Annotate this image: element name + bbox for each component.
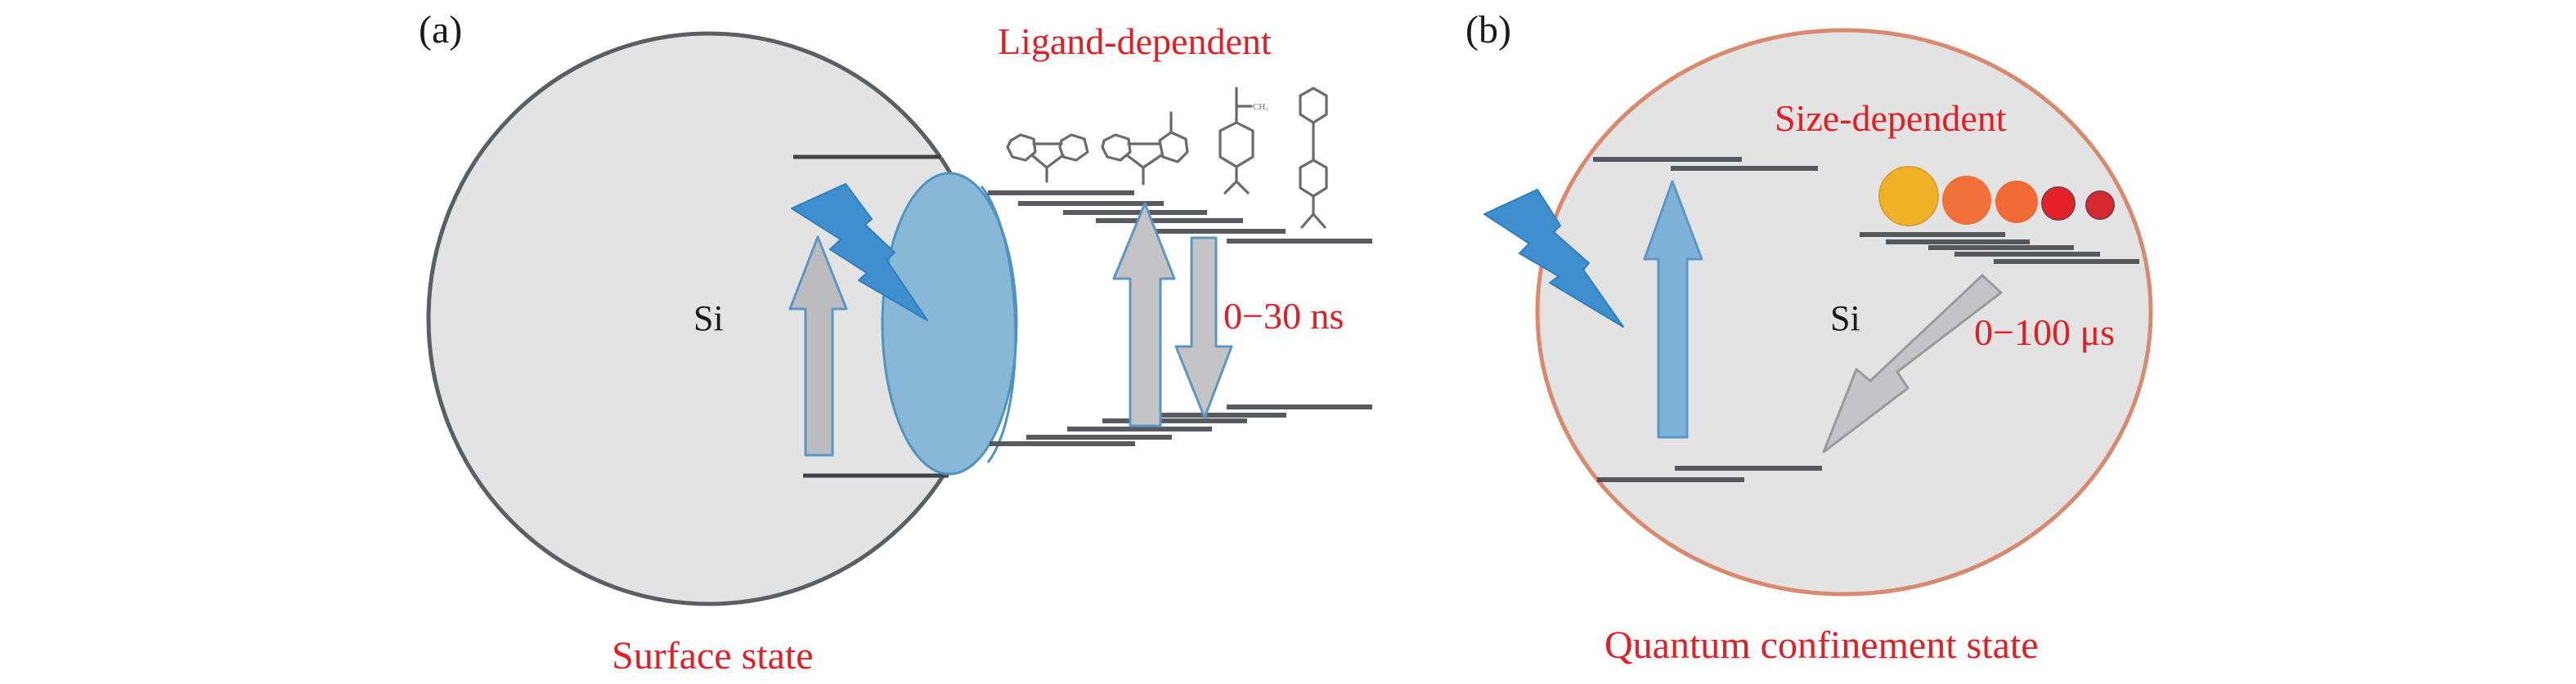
ligand-molecule-carbazolone	[1101, 111, 1189, 186]
lightning-bolt-icon-b	[1483, 189, 1624, 328]
nanoparticle-5	[2085, 190, 2115, 220]
nanoparticle-4	[2041, 186, 2076, 221]
ligand-molecule-dimethylaminoacetophenone: CH₃	[1218, 87, 1268, 194]
excitation-arrow-a	[788, 235, 848, 457]
quantum-confinement-caption: Quantum confinement state	[1604, 624, 2039, 667]
surface-state-caption: Surface state	[612, 634, 814, 677]
lightning-bolt-icon-a	[791, 183, 928, 321]
surface-ellipse-edge	[980, 186, 1017, 463]
ligand-upper-levels	[988, 190, 1372, 244]
nanoparticle-3	[1995, 181, 2038, 223]
svg-text:CH₃: CH₃	[1253, 102, 1268, 112]
ligand-emission-arrow	[1174, 236, 1233, 419]
si-label-b: Si	[1830, 298, 1860, 338]
ligand-lifetime-label: 0−30 ns	[1223, 295, 1344, 337]
size-dependent-title: Size-dependent	[1775, 97, 2007, 139]
nanoparticle-size-series	[1878, 166, 2115, 226]
surface-state-ellipse	[881, 172, 1018, 476]
panel-b-label: (b)	[1465, 8, 1511, 51]
ligand-molecule-stilbene	[1299, 87, 1328, 229]
ligand-molecule-carbazole	[1006, 133, 1089, 183]
ligand-excitation-arrow	[1112, 202, 1176, 427]
emission-arrow-b	[1822, 274, 2003, 454]
ligand-dependent-title: Ligand-dependent	[998, 20, 1272, 62]
size-dependent-levels	[1860, 232, 2139, 264]
panel-a-label: (a)	[419, 8, 462, 51]
panel-b: (b) Size-dependent Si	[1465, 8, 2153, 667]
qc-lifetime-label: 0−100 μs	[1974, 311, 2115, 353]
si-label-a: Si	[693, 298, 724, 338]
nanoparticle-1	[1878, 166, 1939, 226]
si-nanocrystal-b	[1535, 28, 2153, 597]
panel-a: (a) Si	[419, 8, 1372, 677]
ligand-lower-levels	[990, 405, 1372, 446]
nanoparticle-2	[1942, 176, 1991, 225]
excitation-arrow-b	[1643, 180, 1703, 439]
